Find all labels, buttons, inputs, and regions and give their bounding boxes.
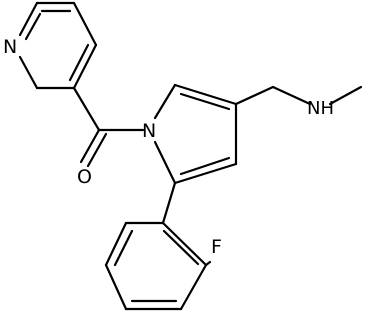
bond [328,85,363,106]
bond [72,43,98,90]
bond [113,229,134,267]
bond [18,1,39,37]
carbonyl-o-label: O [77,166,92,188]
bond [18,55,39,90]
bond [204,260,212,267]
bond [234,85,275,106]
pyrrole-ring [153,83,238,185]
bond [179,263,208,311]
bond [173,162,238,185]
atom-label-carbonyl-o: O [77,166,92,188]
bond [179,156,231,176]
bond [72,86,101,132]
bond [104,263,128,311]
bond [162,229,200,266]
bond [161,181,177,225]
atom-label-pyridine-n: N [3,36,17,58]
bond [153,140,177,185]
bond [79,128,101,164]
bond [179,92,231,111]
bond [153,83,177,120]
bond [271,85,312,106]
atom-label-fluorine: F [211,236,222,258]
bond [72,1,98,47]
pyridine-ring [18,1,98,90]
pyridine-n-label: N [3,36,17,58]
atom-label-pyrrole-n: N [142,120,156,142]
bond [161,221,208,267]
bond [173,83,238,106]
bond [24,12,42,41]
fluorophenyl-ring [104,221,208,311]
amine-nh-label: NH [307,98,334,119]
atom-label-amine-nh: NH [307,98,334,119]
bond [86,132,108,168]
bond [68,43,90,82]
bond [104,221,128,267]
fluorine-label: F [211,236,222,258]
pyrrole-n-label: N [142,120,156,142]
